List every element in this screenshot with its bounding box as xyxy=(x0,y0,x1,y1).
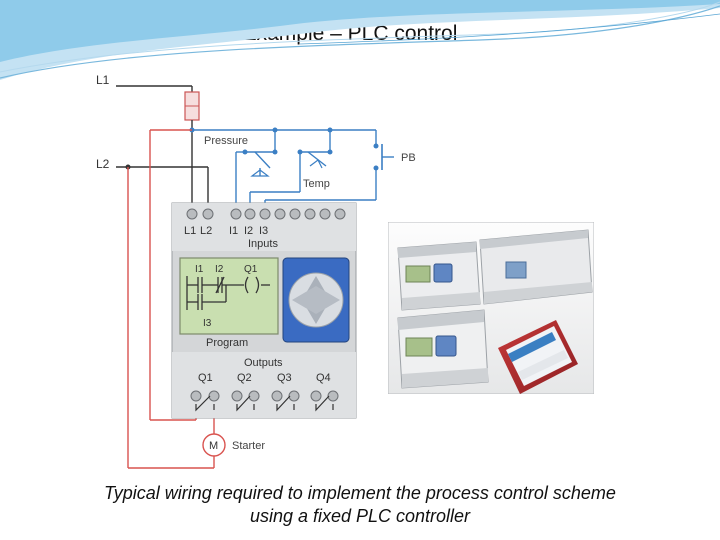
plc-unit-large xyxy=(479,229,593,305)
caption-line-1: Typical wiring required to implement the… xyxy=(104,483,616,503)
motor-starter-coil xyxy=(202,433,226,457)
starter-label: Starter xyxy=(232,440,265,452)
input-i1-label: I1 xyxy=(229,225,238,237)
l1-label: L1 xyxy=(96,73,110,87)
push-button xyxy=(264,143,394,210)
ladder-logic xyxy=(186,276,270,310)
ladder-i3-label: I3 xyxy=(203,318,212,329)
l2-label: L2 xyxy=(96,157,110,171)
ladder-i1-label: I1 xyxy=(195,264,204,275)
ladder-q1-label: Q1 xyxy=(244,264,258,275)
manual-book xyxy=(498,320,578,394)
output-relays xyxy=(195,395,334,412)
outputs-label: Outputs xyxy=(244,357,283,369)
caption-line-2: using a fixed PLC controller xyxy=(249,506,471,526)
out-q4-label: Q4 xyxy=(316,372,331,384)
program-label: Program xyxy=(206,337,248,349)
ladder-i2-label: I2 xyxy=(215,264,224,275)
pressure-label: Pressure xyxy=(204,135,248,147)
input-terminals xyxy=(186,208,346,220)
terminal-l1-label: L1 xyxy=(184,225,196,237)
temp-label: Temp xyxy=(303,178,330,190)
banner-decoration xyxy=(0,0,720,80)
input-i3-label: I3 xyxy=(259,225,268,237)
pb-label: PB xyxy=(401,152,416,164)
plc-wiring-diagram: L1 L2 Pressure Temp PB L1 L2 I1 I2 I3 In… xyxy=(96,73,416,469)
input-i2-label: I2 xyxy=(244,225,253,237)
temp-switch xyxy=(249,149,333,210)
plc-product-photo xyxy=(388,222,594,394)
plc-unit-small xyxy=(397,241,481,311)
pressure-switch xyxy=(235,149,278,210)
motor-label: M xyxy=(209,440,218,452)
plc-unit-front xyxy=(397,309,489,389)
output-terminals xyxy=(190,390,339,402)
out-q2-label: Q2 xyxy=(237,372,252,384)
keypad-buttons xyxy=(288,272,344,328)
output-wiring xyxy=(127,129,215,469)
figure-caption: Typical wiring required to implement the… xyxy=(60,482,660,528)
out-q3-label: Q3 xyxy=(277,372,292,384)
lcd-screen xyxy=(179,257,279,335)
terminal-l2-label: L2 xyxy=(200,225,212,237)
inputs-label: Inputs xyxy=(248,238,278,250)
out-q1-label: Q1 xyxy=(198,372,213,384)
